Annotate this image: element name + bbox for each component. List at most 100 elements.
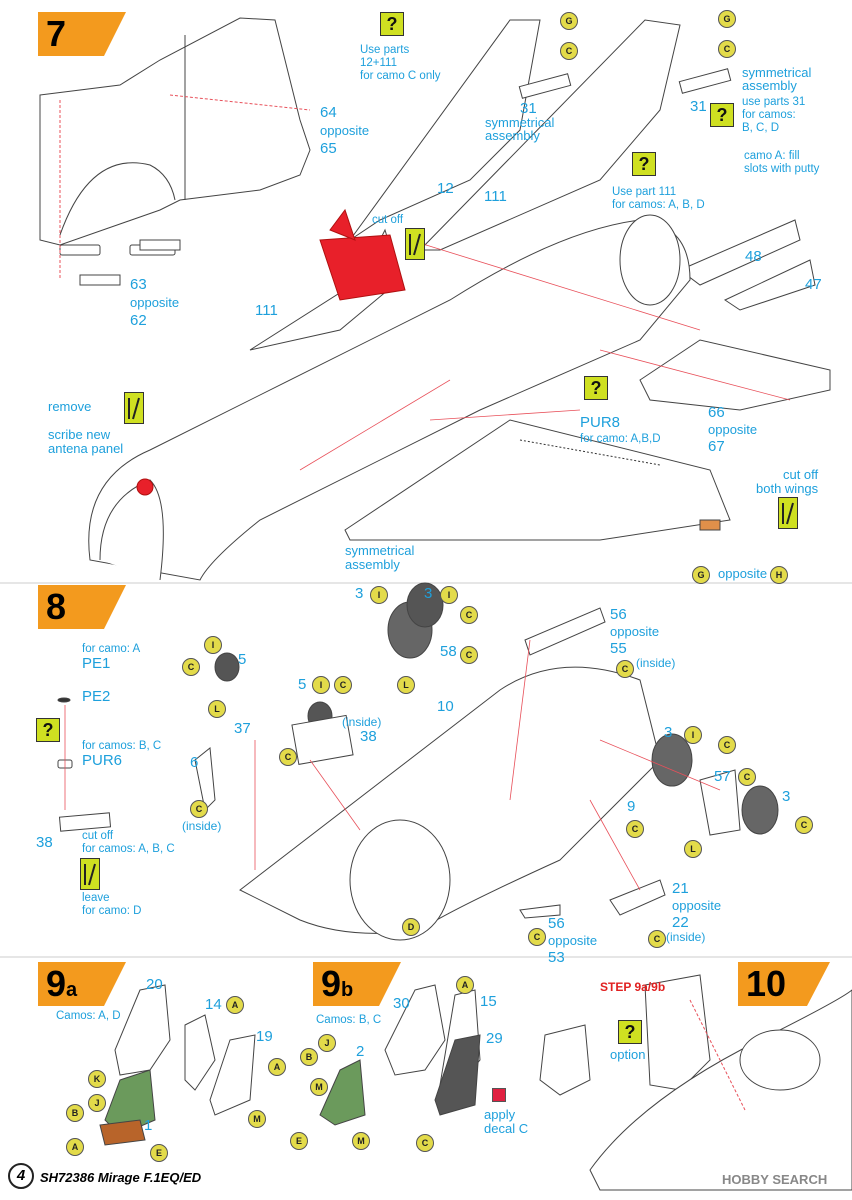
cockpit-drawing-10 bbox=[539, 974, 852, 1191]
step-8-flag: 8 bbox=[38, 585, 126, 629]
paint-drop-icon: K bbox=[88, 1070, 106, 1088]
note-line: assembly bbox=[345, 557, 400, 572]
part-12-label: 12 bbox=[437, 180, 454, 197]
fin-drawing bbox=[39, 17, 311, 286]
seat-9b-drawing bbox=[319, 984, 481, 1126]
paint-drop-icon: C bbox=[626, 820, 644, 838]
note-line: antena panel bbox=[48, 441, 124, 456]
part-56-55-label: 56 opposite 55 bbox=[610, 606, 659, 657]
paint-drop-icon: A bbox=[456, 976, 474, 994]
part-14-label: 14 bbox=[205, 996, 222, 1013]
paint-drop-icon: G bbox=[560, 12, 578, 30]
part-10-label: 10 bbox=[437, 698, 454, 715]
note-line: 12+111 bbox=[360, 57, 397, 69]
note-line: symmetrical bbox=[345, 543, 415, 558]
paint-drop-icon: G bbox=[692, 566, 710, 584]
note-line: for camos: A, B, C bbox=[82, 843, 175, 855]
paint-drop-icon: C bbox=[334, 676, 352, 694]
note-line: for camo C only bbox=[360, 70, 441, 82]
note-line: scribe new bbox=[48, 427, 111, 442]
paint-drop-icon: D bbox=[402, 918, 420, 936]
part-3-label: 3 bbox=[424, 585, 433, 602]
cut-off-icon bbox=[405, 228, 425, 260]
note-symmetrical-a: symmetrical assembly bbox=[485, 116, 554, 142]
note-leave: leave for camo: D bbox=[82, 892, 141, 918]
paint-drop-icon: C bbox=[460, 606, 478, 624]
part-number: 67 bbox=[708, 438, 725, 455]
part-number: 56 bbox=[548, 915, 565, 932]
opposite-text: opposite bbox=[672, 898, 722, 913]
part-38-label: 38 bbox=[360, 728, 377, 745]
page-number: 4 bbox=[8, 1163, 34, 1189]
step-number: 9 bbox=[46, 963, 67, 1004]
note-line: leave bbox=[82, 892, 110, 904]
paint-drop-icon: C bbox=[795, 816, 813, 834]
part-pur8-label: PUR8 bbox=[580, 414, 621, 431]
part-6-label: 6 bbox=[190, 754, 199, 771]
note-line: for camo: D bbox=[82, 905, 142, 917]
paint-drop-icon: E bbox=[290, 1132, 308, 1150]
paint-drop-icon: C bbox=[616, 660, 634, 678]
part-58-label: 58 bbox=[440, 643, 457, 660]
paint-drop-icon: M bbox=[310, 1078, 328, 1096]
part-3-label: 3 bbox=[664, 724, 673, 741]
part-number: 56 bbox=[610, 606, 627, 623]
note-use-111: Use part 111 for camos: A, B, D bbox=[612, 186, 705, 212]
question-icon: ? bbox=[584, 376, 608, 400]
note-line: symmetrical bbox=[485, 115, 555, 130]
part-56-53-label: 56 opposite 53 bbox=[548, 915, 597, 966]
step-suffix: a bbox=[66, 979, 78, 1001]
part-48-label: 48 bbox=[745, 248, 762, 265]
paint-drop-icon: E bbox=[150, 1144, 168, 1162]
leader-lines-8 bbox=[64, 639, 721, 891]
part-3-label: 3 bbox=[355, 585, 364, 602]
part-31-label: 31 bbox=[520, 100, 537, 117]
part-number: 66 bbox=[708, 404, 725, 421]
part-47-label: 47 bbox=[805, 276, 822, 293]
note-line: both wings bbox=[756, 481, 819, 496]
inside-text: (inside) bbox=[342, 715, 382, 729]
part-number: 65 bbox=[320, 140, 337, 157]
inside-text: (inside) bbox=[666, 930, 706, 944]
paint-drop-icon: C bbox=[279, 748, 297, 766]
note-line: symmetrical bbox=[742, 65, 812, 80]
opposite-text: opposite bbox=[610, 624, 660, 639]
note-cut-off: cut off for camos: A, B, C bbox=[82, 830, 175, 856]
paint-drop-icon: B bbox=[300, 1048, 318, 1066]
paint-drop-icon: L bbox=[397, 676, 415, 694]
inside-text: (inside) bbox=[182, 819, 222, 833]
part-number: 62 bbox=[130, 312, 147, 329]
question-icon: ? bbox=[710, 103, 734, 127]
part-63-62-label: 63 opposite 62 bbox=[130, 276, 179, 330]
question-icon: ? bbox=[36, 718, 60, 742]
step-number: 7 bbox=[46, 13, 67, 54]
paint-drop-icon: C bbox=[560, 42, 578, 60]
paint-drop-icon: C bbox=[718, 40, 736, 58]
opposite-text: opposite bbox=[320, 123, 370, 138]
opposite-text: opposite bbox=[708, 422, 758, 437]
part-66-67-label: 66 opposite 67 bbox=[708, 404, 757, 455]
part-21-22-label: 21 opposite 22 bbox=[672, 880, 721, 931]
part-5-label: 5 bbox=[238, 651, 247, 668]
paint-drop-icon: J bbox=[88, 1094, 106, 1112]
paint-drop-icon: C bbox=[416, 1134, 434, 1152]
note-for-camo-a: for camo: A bbox=[82, 643, 141, 655]
opposite-text: opposite bbox=[718, 566, 768, 581]
part-1-label: 1 bbox=[144, 1117, 153, 1134]
paint-drop-icon: G bbox=[718, 10, 736, 28]
fuselage-drawing-7 bbox=[88, 214, 731, 581]
note-line: cut off bbox=[82, 830, 114, 842]
paint-drop-icon: I bbox=[684, 726, 702, 744]
note-line: cut off bbox=[782, 467, 819, 482]
note-symmetrical-b: symmetrical assembly bbox=[742, 66, 811, 92]
paint-drop-icon: I bbox=[440, 586, 458, 604]
paint-drop-icon: M bbox=[352, 1132, 370, 1150]
paint-drop-icon: C bbox=[718, 736, 736, 754]
tail-parts-drawing bbox=[249, 19, 831, 411]
paint-drop-icon: I bbox=[370, 586, 388, 604]
part-number: 53 bbox=[548, 949, 565, 966]
part-pur6-label: PUR6 bbox=[82, 752, 123, 769]
note-symmetrical-c: symmetrical assembly bbox=[345, 544, 414, 572]
step-number: 8 bbox=[46, 586, 67, 627]
